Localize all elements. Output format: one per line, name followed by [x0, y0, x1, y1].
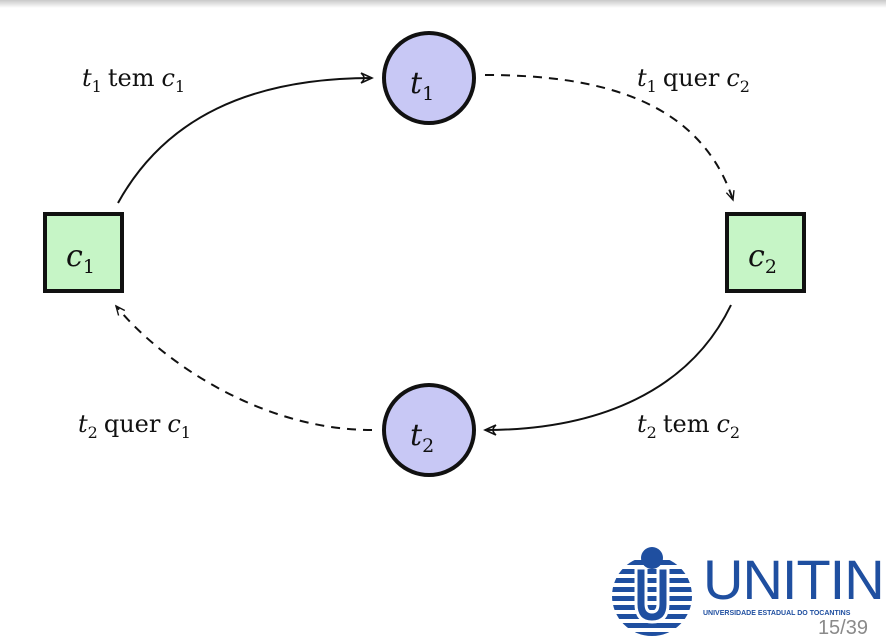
svg-text:t2: t2	[410, 418, 434, 457]
top-rule	[0, 0, 886, 8]
thread-node-t2: t2	[382, 383, 476, 477]
logo-subtitle: UNIVERSIDADE ESTADUAL DO TOCANTINS	[703, 610, 851, 617]
t1-sub: 1	[422, 83, 434, 105]
t2-base: t	[410, 418, 423, 453]
c2-sub: 2	[765, 256, 777, 278]
c1-base: c	[66, 239, 83, 274]
unitins-logo: UNITINS UNIVERSIDADE ESTADUAL DO TOCANTI…	[606, 546, 886, 638]
c1-sub: 1	[83, 256, 95, 278]
page-number: 15/39	[817, 617, 868, 639]
logo-wordmark: UNITINS	[703, 548, 886, 611]
svg-text:t1: t1	[410, 66, 434, 105]
t2-sub: 2	[422, 435, 434, 457]
edge-t1-tem-c1	[117, 72, 374, 204]
edge-t1-quer-c2	[484, 74, 735, 202]
t1-base: t	[410, 66, 423, 101]
resource-node-c2: c2	[725, 212, 806, 293]
c2-base: c	[748, 239, 765, 274]
edge-t2-tem-c2	[483, 304, 732, 436]
resource-node-c1: c1	[43, 212, 124, 293]
unitins-emblem-icon	[612, 547, 692, 636]
svg-text:c2: c2	[748, 239, 777, 278]
svg-text:c1: c1	[66, 239, 95, 278]
thread-node-t1: t1	[382, 31, 476, 125]
edge-t2-quer-c1	[114, 304, 373, 431]
